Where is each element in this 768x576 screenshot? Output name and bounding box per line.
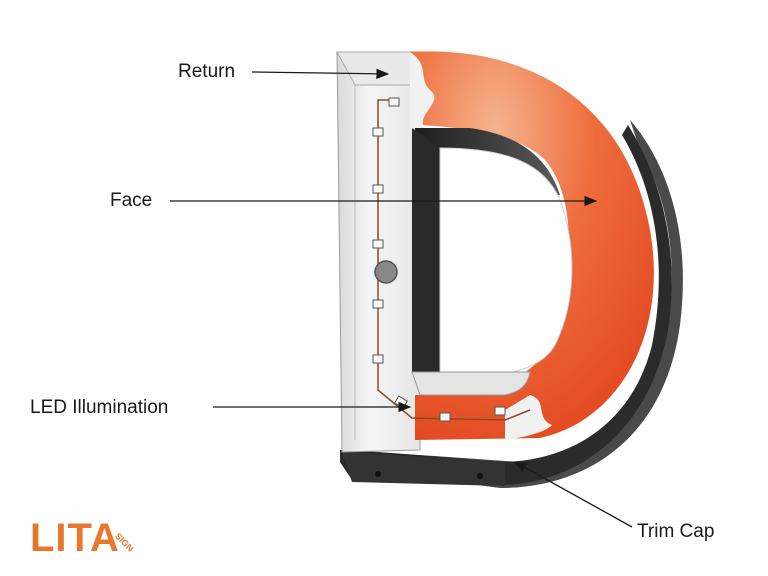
led-module-icon xyxy=(372,239,384,249)
led-module-icon xyxy=(372,127,384,137)
led-module-icon xyxy=(372,354,384,364)
led-module-icon xyxy=(439,412,451,422)
led-module-icon xyxy=(372,184,384,194)
inner-ledge xyxy=(411,371,531,396)
return-arrow xyxy=(251,68,390,80)
led-module-icon xyxy=(388,97,400,107)
letter-face xyxy=(410,51,654,440)
led-illumination-label: LED Illumination xyxy=(30,397,169,418)
inner-wall-left xyxy=(412,128,440,378)
trim-cap xyxy=(340,125,672,485)
trim-cap-label: Trim Cap xyxy=(637,521,715,542)
power-entry xyxy=(374,260,398,284)
lita-logo: LITA xyxy=(30,516,120,560)
trim-cap-bottom xyxy=(342,452,505,486)
rivet xyxy=(375,471,381,477)
led-module-icon xyxy=(372,299,384,309)
face-cutaway-bottom xyxy=(505,395,552,440)
led-modules xyxy=(372,97,506,422)
rivet xyxy=(477,473,483,479)
face-cutaway xyxy=(410,52,435,128)
led-wire xyxy=(377,99,531,421)
trim-cap-shadow xyxy=(350,120,683,488)
led-module-icon xyxy=(494,406,506,416)
face-label: Face xyxy=(110,190,153,211)
return-label: Return xyxy=(178,61,236,82)
trim-arrow xyxy=(513,461,633,528)
